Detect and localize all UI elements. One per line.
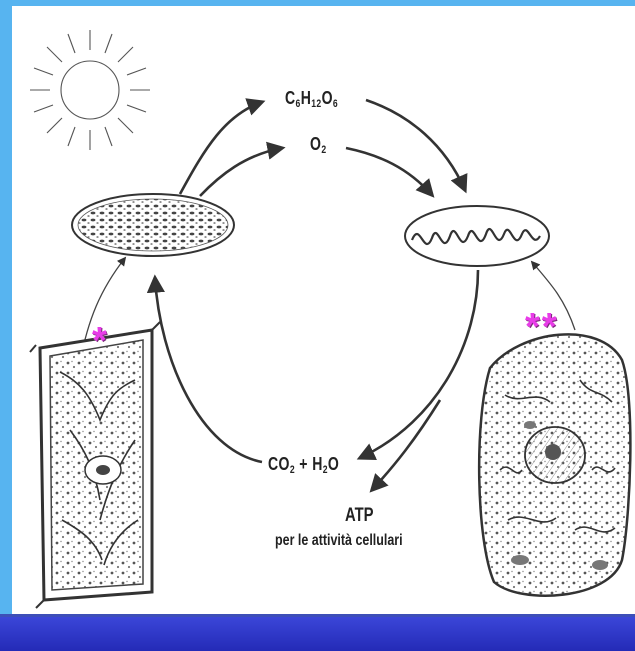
co2-base: CO xyxy=(268,454,290,474)
water-h: H xyxy=(312,454,323,474)
arrow-oxygen-to-mito xyxy=(346,148,432,195)
glucose-o: O xyxy=(322,88,333,108)
co2-sub: 2 xyxy=(290,464,295,476)
co2-water-label: CO2 + H2O xyxy=(268,454,339,476)
oxygen-label: O2 xyxy=(310,134,326,156)
glucose-h-sub: 12 xyxy=(311,98,321,110)
arrow-glucose-to-mito xyxy=(366,100,465,190)
water-o: O xyxy=(328,454,339,474)
sun-icon xyxy=(30,30,150,150)
cycle-arrows xyxy=(155,100,478,490)
animal-cell-icon xyxy=(479,334,630,595)
oxygen-base: O xyxy=(310,134,321,154)
atp-label: ATP xyxy=(345,505,374,527)
chloroplast-icon xyxy=(72,194,234,256)
glucose-o-sub: 6 xyxy=(333,98,338,110)
single-star-marker: * xyxy=(92,322,107,360)
double-star-marker: ** xyxy=(525,308,559,346)
mitochondrion-icon xyxy=(405,206,549,266)
arrow-to-oxygen xyxy=(200,148,282,196)
arrow-co2-to-chloroplast xyxy=(155,278,262,462)
glucose-label: C6H12O6 xyxy=(285,88,338,110)
glucose-h: H xyxy=(301,88,312,108)
atp-description: per le attività cellulari xyxy=(275,532,403,550)
glucose-base: C xyxy=(285,88,296,108)
arrow-to-glucose xyxy=(180,102,262,194)
plus-sign: + xyxy=(299,454,308,474)
oxygen-sub: 2 xyxy=(321,144,326,156)
plant-cell-icon xyxy=(30,322,160,608)
bottom-accent-bar xyxy=(0,614,635,651)
